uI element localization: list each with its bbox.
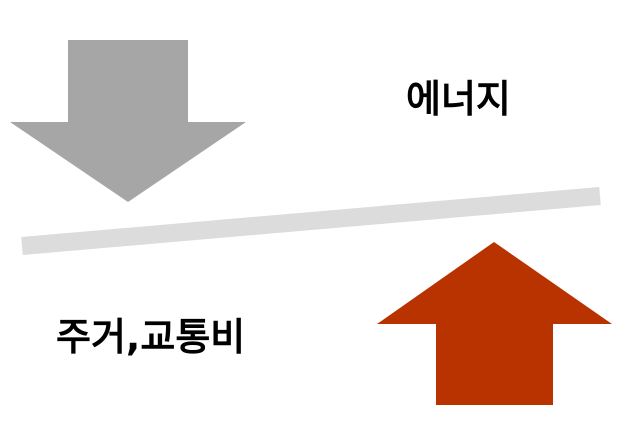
balance-bar: [21, 187, 601, 255]
down-arrow-icon: [10, 40, 246, 202]
up-arrow-icon: [377, 242, 612, 405]
housing-transport-label: 주거,교통비: [56, 315, 246, 359]
energy-label: 에너지: [406, 77, 511, 121]
